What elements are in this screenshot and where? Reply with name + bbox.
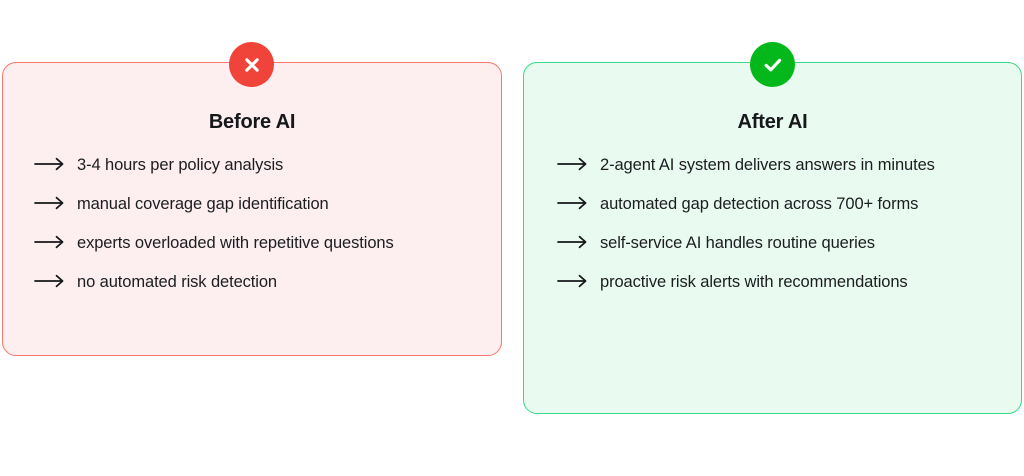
list-item: self-service AI handles routine queries (557, 231, 997, 256)
list-item: proactive risk alerts with recommendatio… (557, 270, 997, 295)
list-item: automated gap detection across 700+ form… (557, 192, 997, 217)
long-right-arrow-icon (557, 153, 589, 173)
before-ai-card: Before AI 3-4 hours per policy analysis (2, 62, 502, 356)
list-item-label: manual coverage gap identification (77, 195, 329, 213)
list-item: 2-agent AI system delivers answers in mi… (557, 153, 997, 178)
list-item-label: automated gap detection across 700+ form… (600, 195, 919, 213)
before-ai-title: Before AI (208, 111, 296, 133)
after-ai-card: After AI 2-agent AI system delivers answ… (523, 62, 1022, 414)
list-item: 3-4 hours per policy analysis (34, 153, 475, 178)
after-ai-list: 2-agent AI system delivers answers in mi… (557, 153, 997, 295)
list-item-label: no automated risk detection (77, 273, 278, 291)
long-right-arrow-icon (34, 231, 66, 251)
list-item-label: self-service AI handles routine queries (600, 234, 875, 252)
list-item-label: 3-4 hours per policy analysis (77, 156, 284, 174)
long-right-arrow-icon (34, 153, 66, 173)
list-item-label: 2-agent AI system delivers answers in mi… (600, 156, 935, 174)
long-right-arrow-icon (34, 192, 66, 212)
after-ai-title: After AI (737, 111, 808, 133)
list-item-label: proactive risk alerts with recommendatio… (600, 273, 908, 291)
circle-check-icon (750, 42, 795, 87)
long-right-arrow-icon (557, 231, 589, 251)
list-item: no automated risk detection (34, 270, 475, 295)
long-right-arrow-icon (34, 270, 66, 290)
long-right-arrow-icon (557, 270, 589, 290)
list-item: experts overloaded with repetitive quest… (34, 231, 475, 256)
list-item-label: experts overloaded with repetitive quest… (77, 234, 394, 252)
list-item: manual coverage gap identification (34, 192, 475, 217)
circle-x-icon (229, 42, 274, 87)
before-ai-list: 3-4 hours per policy analysis manual cov… (34, 153, 475, 295)
long-right-arrow-icon (557, 192, 589, 212)
